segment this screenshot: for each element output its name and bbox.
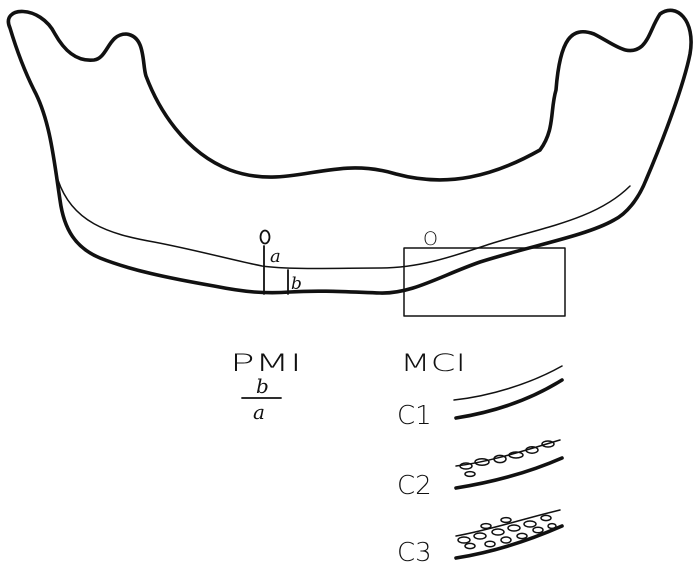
- class-c3-label: C3: [397, 538, 432, 568]
- inferior-cortex-line: [58, 180, 630, 269]
- mental-foramen-left: [261, 231, 270, 244]
- point-o-right-label: O: [423, 228, 438, 250]
- mandible-outline: [8, 10, 691, 293]
- mark-b-label: b: [291, 274, 302, 294]
- mci-title: MCI: [400, 349, 466, 377]
- c2-residue-marks: [456, 440, 560, 476]
- c1-endosteal-line: [454, 366, 562, 400]
- class-c2-label: C2: [397, 471, 432, 501]
- c1-cortex-line: [456, 380, 562, 418]
- c3-residue-marks: [456, 510, 560, 549]
- mark-a-label: a: [270, 246, 281, 267]
- pmi-denominator: a: [253, 400, 265, 424]
- pmi-title: PMI: [230, 349, 302, 377]
- pmi-numerator: b: [256, 374, 269, 398]
- class-c1-label: C1: [397, 401, 432, 431]
- c2-cortex-line: [456, 458, 562, 488]
